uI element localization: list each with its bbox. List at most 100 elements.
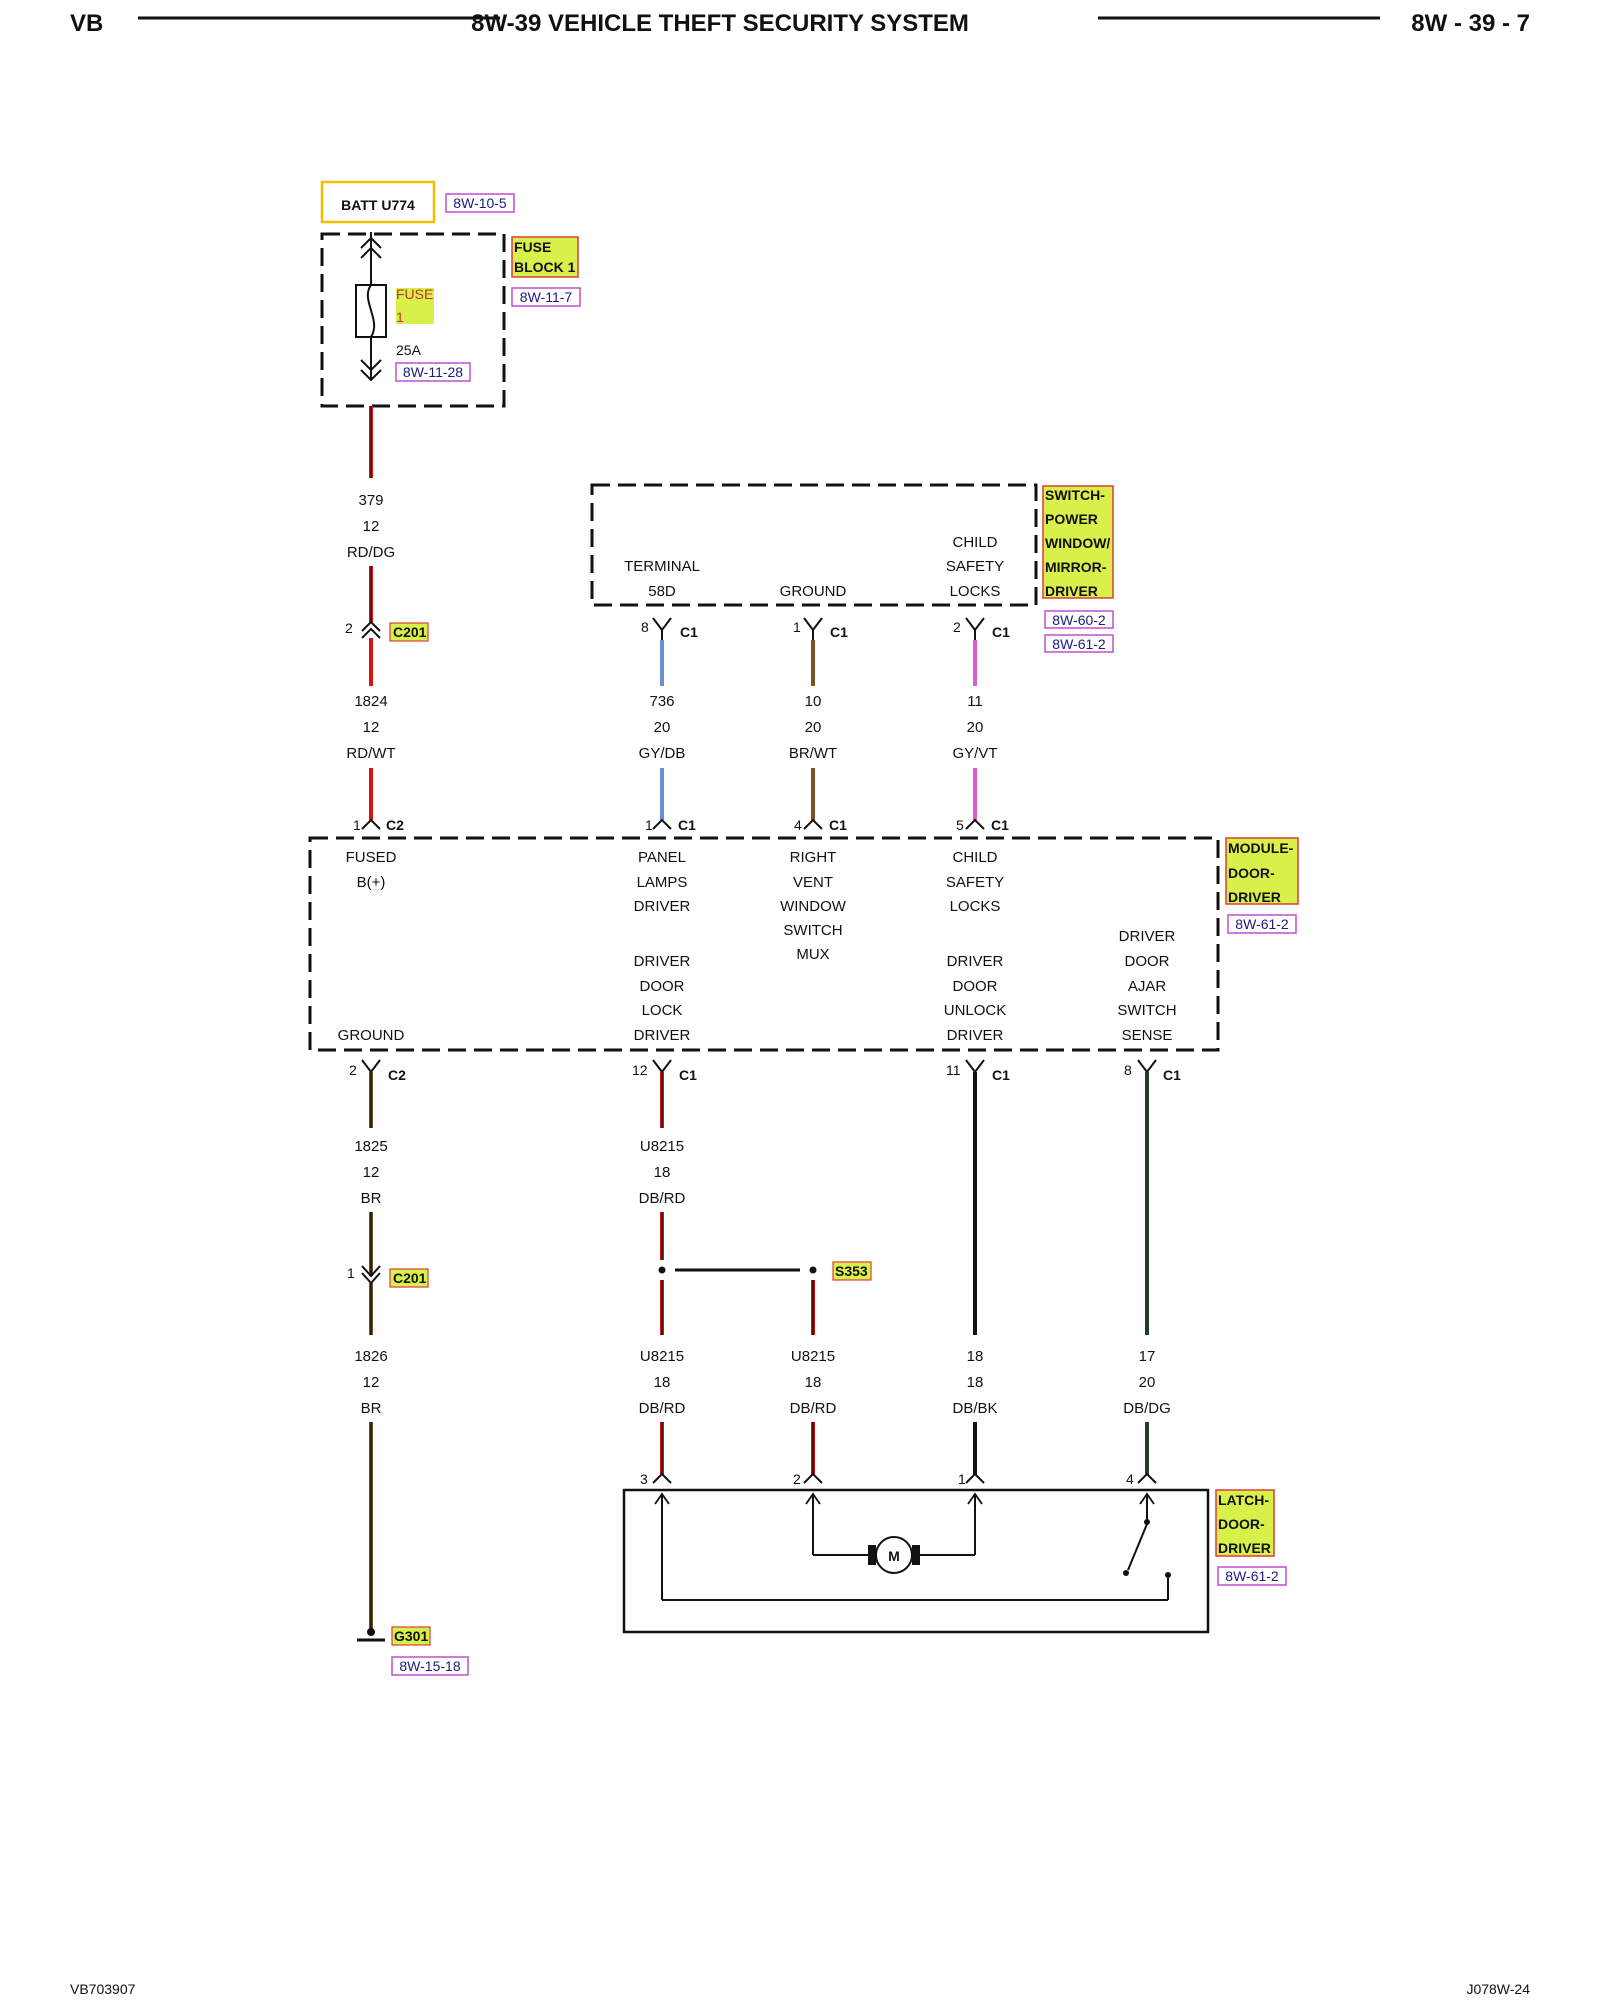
component-ref: 8W-61-2 (1225, 1568, 1279, 1584)
wire-gauge: 18 (654, 1374, 671, 1391)
fuse-rating: 25A (396, 342, 422, 358)
wire-u8215-latch-3: U8215 18 DB/RD (639, 1280, 686, 1475)
wire-color: GY/DB (639, 745, 686, 762)
motor-icon (875, 1536, 913, 1574)
connector-pin: 5 (956, 817, 964, 833)
page-footer: VB703907 J078W-24 (70, 1981, 1530, 1997)
terminal-label: UNLOCK (944, 1002, 1007, 1019)
wire-gauge: 18 (967, 1374, 984, 1391)
ajar-switch-icon (1127, 1523, 1148, 1571)
connector-name: C1 (829, 817, 847, 833)
connector-pin: 1 (347, 1265, 355, 1281)
footer-right: J078W-24 (1466, 1981, 1530, 1997)
wire-circuit: U8215 (640, 1348, 684, 1365)
wire-color: DB/RD (790, 1400, 837, 1417)
connector-pin: 2 (793, 1471, 801, 1487)
wire-11: 11 20 GY/VT 5 C1 (952, 640, 1009, 833)
wire-color: BR (361, 1190, 382, 1207)
component-name: DRIVER (1045, 583, 1098, 599)
module-bottom-pins: 2 C2 12 C1 11 C1 8 C1 (349, 1059, 1181, 1083)
wire-color: BR/WT (789, 745, 837, 762)
fuse-name: FUSE (396, 286, 433, 302)
fuse-ref: 8W-11-28 (403, 364, 463, 380)
fuse-block-name-1: FUSE (514, 239, 551, 255)
connector-name: C1 (678, 817, 696, 833)
terminal-label: SWITCH (783, 922, 842, 939)
wire-u8215-latch-2: U8215 18 DB/RD (790, 1280, 837, 1475)
fuse-number: 1 (396, 309, 404, 325)
wire-gauge: 20 (654, 719, 671, 736)
terminal-label: WINDOW (780, 898, 847, 915)
splice-name: S353 (835, 1263, 868, 1279)
component-name: DRIVER (1218, 1540, 1271, 1556)
terminal-label: B(+) (357, 874, 386, 891)
connector-name: C201 (393, 624, 427, 640)
wire-circuit: U8215 (640, 1138, 684, 1155)
batt-label: BATT U774 (341, 197, 415, 213)
connector-pin: 8 (641, 619, 649, 635)
terminal-label: DRIVER (634, 1027, 691, 1044)
connector-pin: 1 (793, 619, 801, 635)
wire-color: GY/VT (952, 745, 997, 762)
component-name: POWER (1045, 511, 1098, 527)
component-name: MODULE- (1228, 840, 1294, 856)
connector-name: C1 (1163, 1067, 1181, 1083)
wire-circuit: 10 (805, 693, 822, 710)
splice-s353: S353 (658, 1261, 872, 1281)
terminal-label: DRIVER (1119, 928, 1176, 945)
connector-pin: 12 (632, 1062, 648, 1078)
wire-circuit: 18 (967, 1348, 984, 1365)
wire-gauge: 12 (363, 719, 380, 736)
wire-color: DB/DG (1123, 1400, 1171, 1417)
terminal-label: VENT (793, 874, 833, 891)
connector-name: C2 (386, 817, 404, 833)
terminal-label: DRIVER (634, 953, 691, 970)
terminal-label: RIGHT (790, 849, 837, 866)
wire-gauge: 18 (654, 1164, 671, 1181)
terminal-label: 58D (648, 583, 676, 600)
connector-name: C1 (680, 624, 698, 640)
wire-gauge: 20 (1139, 1374, 1156, 1391)
switch-power-window-mirror-driver: TERMINAL 58D GROUND CHILD SAFETY LOCKS S… (590, 483, 1114, 653)
terminal-label: LOCKS (950, 898, 1001, 915)
terminal-label: TERMINAL (624, 558, 700, 575)
wire-color: DB/BK (952, 1400, 997, 1417)
wire-circuit: 1824 (354, 693, 387, 710)
wire-color: DB/RD (639, 1400, 686, 1417)
terminal-label: DRIVER (947, 953, 1004, 970)
wire-1826: 1826 12 BR (354, 1283, 388, 1630)
terminal-label: DRIVER (947, 1027, 1004, 1044)
connector-pin: 2 (953, 619, 961, 635)
wire-gauge: 20 (967, 719, 984, 736)
fuse-block: FUSE 1 25A 8W-11-28 FUSE BLOCK 1 8W-11-7 (320, 232, 581, 408)
connector-pin: 3 (640, 1471, 648, 1487)
terminal-label: SENSE (1122, 1027, 1173, 1044)
terminal-label: LAMPS (637, 874, 688, 891)
wire-circuit: 736 (649, 693, 674, 710)
wire-gauge: 18 (805, 1374, 822, 1391)
wire-736: 736 20 GY/DB 1 C1 (639, 640, 696, 833)
wire-circuit: 11 (967, 693, 983, 710)
terminal-label: LOCKS (950, 583, 1001, 600)
connector-pin: 8 (1124, 1062, 1132, 1078)
wire-18: 18 18 DB/BK (952, 1072, 998, 1475)
terminal-label: SAFETY (946, 558, 1004, 575)
connector-pin: 2 (349, 1062, 357, 1078)
terminal-label: SWITCH (1117, 1002, 1176, 1019)
fuse-block-ref: 8W-11-7 (520, 289, 573, 305)
component-ref: 8W-61-2 (1052, 636, 1106, 652)
connector-pin: 4 (794, 817, 802, 833)
component-name: MIRROR- (1045, 559, 1107, 575)
ground-ref: 8W-15-18 (399, 1658, 460, 1674)
fuse-top-terminal-icon (360, 236, 382, 249)
wire-17: 17 20 DB/DG (1123, 1072, 1171, 1475)
wire-gauge: 12 (363, 1164, 380, 1181)
wire-circuit: U8215 (791, 1348, 835, 1365)
terminal-label: CHILD (952, 534, 997, 551)
terminal-label: GROUND (338, 1027, 405, 1044)
connector-pin: 4 (1126, 1471, 1134, 1487)
terminal-label: PANEL (638, 849, 686, 866)
wire-u8215-module: U8215 18 DB/RD (639, 1072, 686, 1260)
component-ref: 8W-61-2 (1235, 916, 1289, 932)
